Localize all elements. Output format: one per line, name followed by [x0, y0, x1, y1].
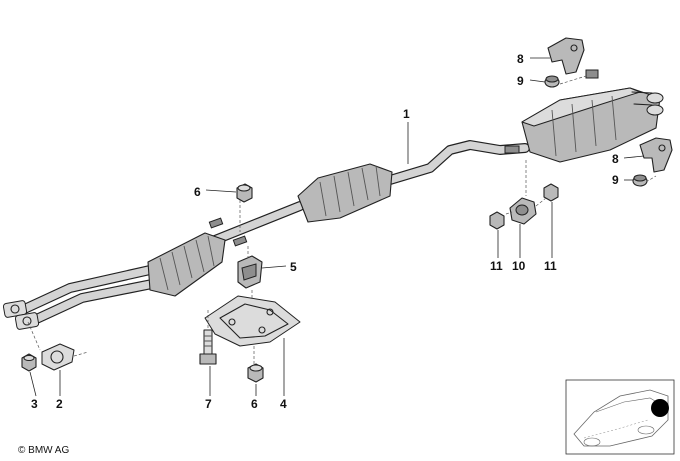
- front-catalytic-converter[interactable]: [147, 232, 226, 297]
- label-part-6-lower: 6: [251, 397, 258, 411]
- leader-lines: [29, 57, 645, 397]
- exhaust-pipe-assembly[interactable]: [13, 140, 530, 327]
- label-part-10: 10: [512, 259, 526, 273]
- rear-mount[interactable]: [509, 197, 537, 225]
- bracket-lower[interactable]: [639, 137, 673, 173]
- heat-shield[interactable]: [204, 295, 301, 347]
- pipe-hangers: [208, 69, 599, 247]
- rear-silencer[interactable]: [521, 87, 664, 163]
- bolt[interactable]: [199, 329, 217, 365]
- label-part-6-upper: 6: [194, 185, 201, 199]
- part-labels: 1 2 3 4 5 6 6 7 8 8 9 9 10 11 11: [31, 52, 619, 411]
- label-part-1: 1: [403, 107, 410, 121]
- label-part-8-lower: 8: [612, 152, 619, 166]
- rear-nut-left[interactable]: [489, 211, 505, 230]
- label-part-7: 7: [205, 397, 212, 411]
- front-nut[interactable]: [21, 353, 37, 372]
- rubber-mount[interactable]: [237, 255, 263, 289]
- gasket[interactable]: [41, 343, 75, 371]
- label-part-3: 3: [31, 397, 38, 411]
- copyright-notice: © BMW AG: [18, 445, 70, 456]
- front-flanges: [2, 300, 40, 330]
- location-marker-icon: [651, 399, 669, 417]
- label-part-11-left: 11: [490, 259, 503, 273]
- label-part-4: 4: [280, 397, 287, 411]
- label-part-8-upper: 8: [517, 52, 524, 66]
- label-part-11-right: 11: [544, 259, 557, 273]
- label-part-2: 2: [56, 397, 63, 411]
- vehicle-location-thumbnail: [565, 379, 675, 455]
- center-catalytic-converter[interactable]: [297, 163, 393, 223]
- label-part-5: 5: [290, 260, 297, 274]
- label-part-9-upper: 9: [517, 74, 524, 88]
- reference-lines: [27, 75, 657, 366]
- rear-nut-right[interactable]: [543, 183, 559, 202]
- rubber-ring-upper[interactable]: [544, 75, 560, 88]
- rubber-ring-lower[interactable]: [632, 174, 648, 187]
- nut-upper[interactable]: [236, 183, 253, 203]
- nut-lower[interactable]: [247, 363, 264, 383]
- label-part-9-lower: 9: [612, 173, 619, 187]
- bracket-upper[interactable]: [547, 37, 585, 75]
